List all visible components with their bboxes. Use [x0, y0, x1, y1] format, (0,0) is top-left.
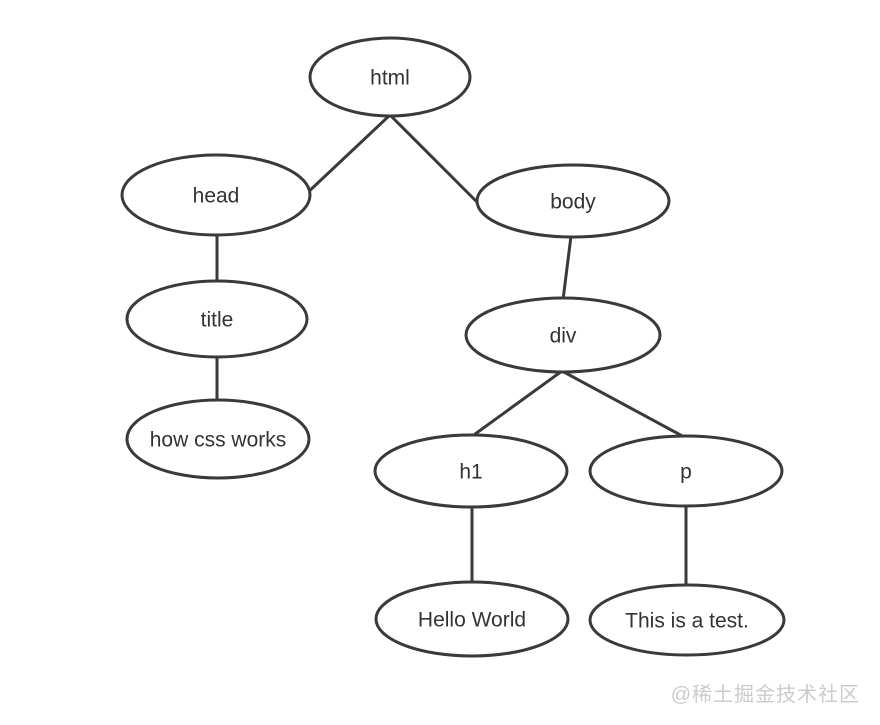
- node-html: html: [308, 36, 472, 118]
- node-ellipse-this-is-a-test: [588, 583, 786, 657]
- node-body: body: [475, 163, 671, 239]
- node-ellipse-how-css-works: [125, 398, 311, 480]
- node-label-body: body: [550, 191, 596, 214]
- node-head: head: [120, 153, 312, 237]
- node-hello-world: Hello World: [374, 580, 570, 658]
- node-label-p: p: [680, 461, 692, 484]
- node-ellipse-html: [308, 36, 472, 118]
- node-ellipse-div: [464, 296, 662, 374]
- node-label-head: head: [193, 185, 240, 208]
- node-how-css-works: how css works: [125, 398, 311, 480]
- edge-html-to-head: [303, 113, 392, 197]
- node-p: p: [588, 434, 784, 508]
- node-label-div: div: [550, 325, 577, 348]
- node-ellipse-p: [588, 434, 784, 508]
- node-ellipse-title: [125, 279, 309, 359]
- node-h1: h1: [373, 433, 569, 509]
- watermark: @稀土掘金技术社区: [670, 684, 860, 706]
- edge-body-to-div: [561, 234, 573, 302]
- node-label-html: html: [370, 67, 410, 90]
- node-label-this-is-a-test: This is a test.: [625, 610, 749, 633]
- node-label-hello-world: Hello World: [418, 609, 526, 632]
- node-this-is-a-test: This is a test.: [588, 583, 786, 657]
- node-label-title: title: [201, 309, 234, 332]
- node-div: div: [464, 296, 662, 374]
- edge-html-to-body: [388, 113, 482, 207]
- node-ellipse-hello-world: [374, 580, 570, 658]
- node-ellipse-head: [120, 153, 312, 237]
- node-label-h1: h1: [459, 461, 482, 484]
- edge-div-to-h1: [469, 369, 564, 439]
- node-title: title: [125, 279, 309, 359]
- node-label-how-css-works: how css works: [150, 429, 287, 452]
- node-ellipse-body: [475, 163, 671, 239]
- edge-div-to-p: [560, 369, 688, 440]
- node-ellipse-h1: [373, 433, 569, 509]
